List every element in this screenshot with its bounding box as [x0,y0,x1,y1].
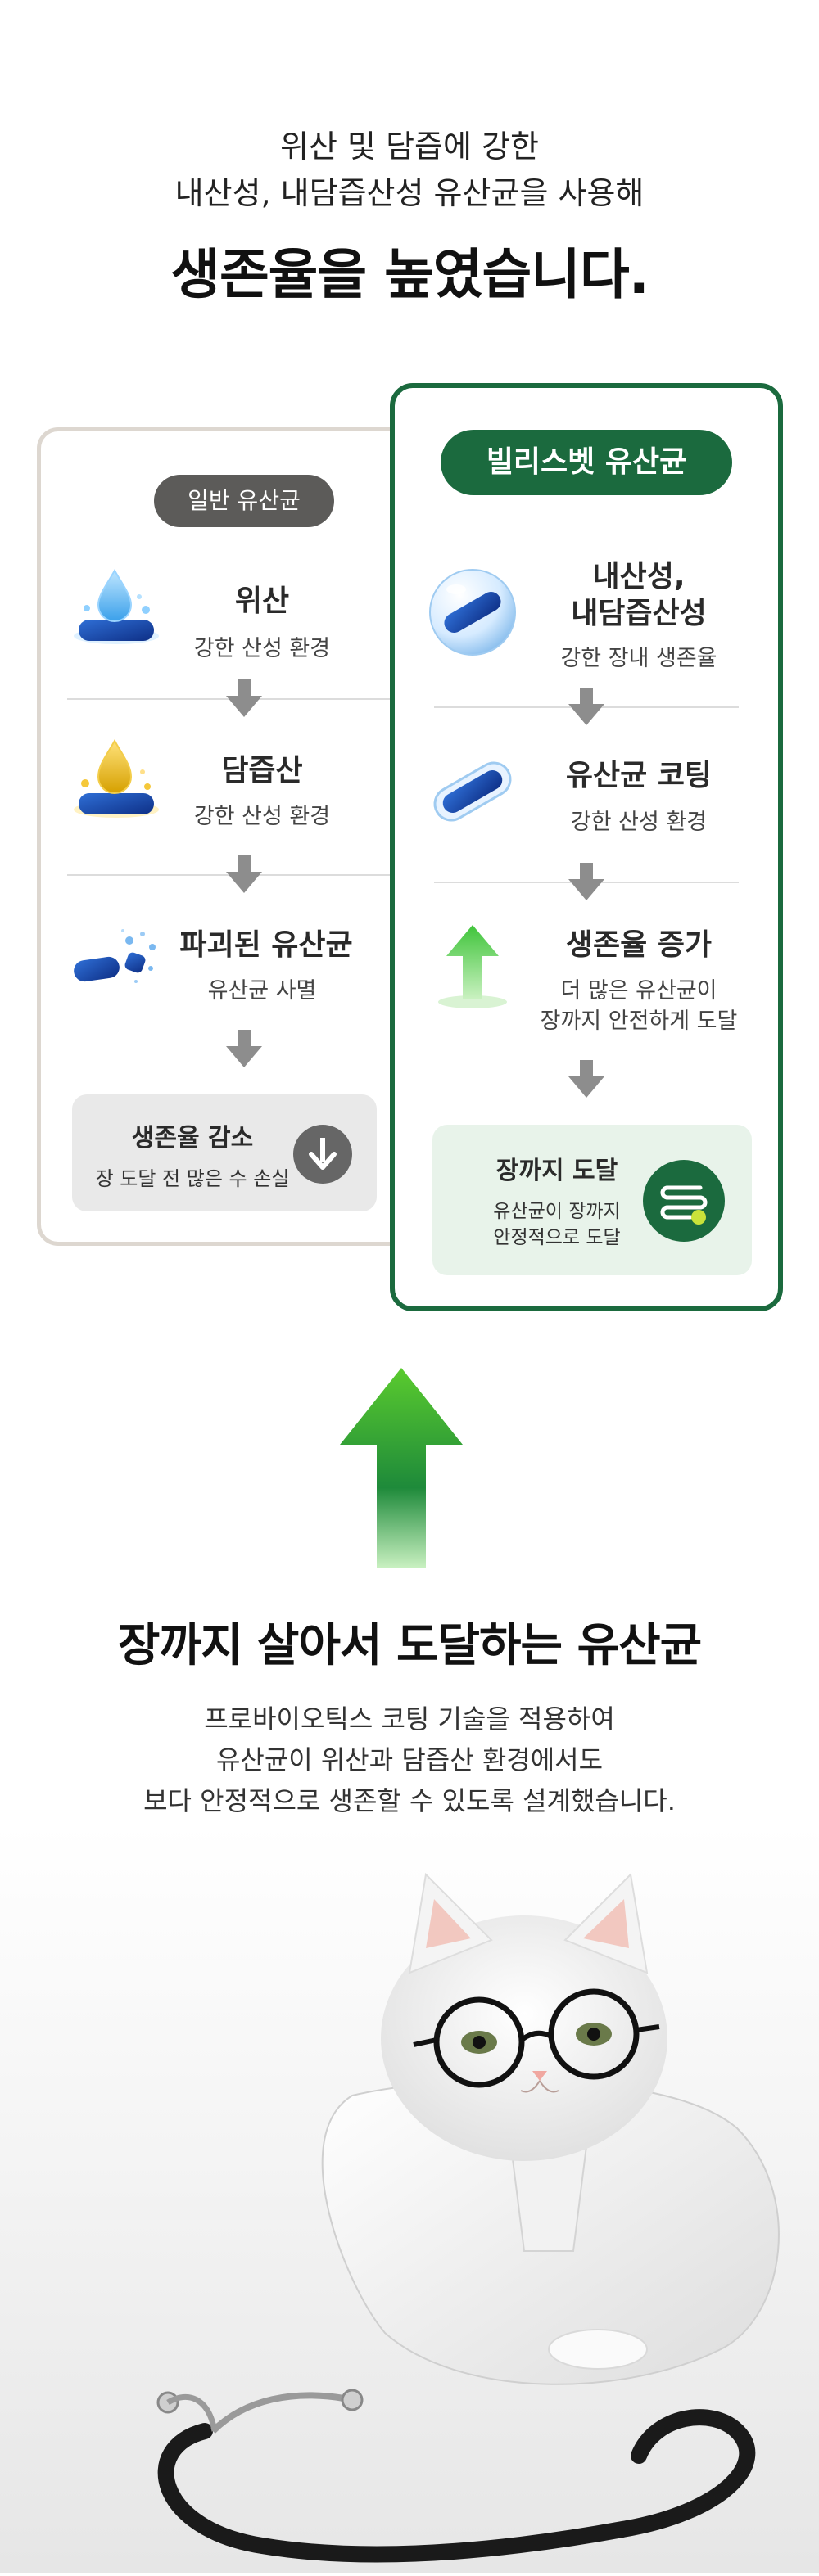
left-step-3-title: 파괴된 유산균 [179,928,353,962]
bilisbet-probiotic-badge: 빌리스벳 유산균 [441,430,732,495]
right-step-3-title: 생존율 증가 [565,928,713,962]
right-step-1-title-line2: 내담즙산성 [571,597,707,630]
green-up-arrow-icon [423,917,522,1015]
left-arrow-down-2 [219,855,269,896]
right-step-3-sub-line1: 더 많은 유산균이 [560,978,717,1004]
reach-intestine-sub-line1: 유산균이 장까지 [493,1201,621,1222]
left-step-1-title: 위산 [234,584,290,618]
coated-capsule-icon [423,741,522,839]
big-green-up-arrow-icon [332,1363,471,1572]
right-arrow-down-1 [562,688,611,729]
reach-intestine-title: 장까지 도달 [495,1157,618,1185]
left-step-2-sub: 강한 산성 환경 [193,804,331,829]
left-arrow-down-3 [219,1030,269,1071]
bottom-paragraph-2: 유산균이 위산과 담즙산 환경에서도 [215,1744,604,1775]
survival-decrease-sub: 장 도달 전 많은 수 손실 [95,1167,290,1190]
right-step-1-sub: 강한 장내 생존율 [560,646,717,671]
right-step-3-sub-line2: 장까지 안전하게 도달 [540,1008,738,1034]
intestine-icon [643,1160,725,1242]
header-line-1: 위산 및 담즙에 강한 [280,129,539,165]
water-drop-capsule-icon [67,561,165,659]
right-arrow-down-3 [562,1060,611,1101]
left-step-1-sub: 강한 산성 환경 [193,636,331,661]
general-probiotic-badge: 일반 유산균 [154,475,334,527]
right-arrow-down-2 [562,863,611,904]
left-arrow-down-1 [219,679,269,720]
bottom-paragraph-1: 프로바이오틱스 코팅 기술을 적용하여 [204,1703,615,1735]
left-step-3-sub: 유산균 사멸 [207,978,317,1004]
bile-drop-capsule-icon [67,733,165,831]
bottom-title: 장까지 살아서 도달하는 유산균 [117,1619,702,1672]
page-title: 생존율을 높였습니다. [170,243,649,306]
survival-decrease-title: 생존율 감소 [131,1124,254,1153]
right-step-2-title: 유산균 코팅 [565,759,713,792]
bubble-capsule-icon [423,563,522,661]
left-step-2-title: 담즙산 [221,754,303,787]
right-step-1-title-line1: 내산성, [592,560,686,593]
cat-doctor-illustration [0,1825,819,2573]
reach-intestine-sub-line2: 안정적으로 도달 [493,1227,621,1248]
broken-capsule-icon [67,911,165,1009]
right-step-2-sub: 강한 산성 환경 [570,810,708,835]
bottom-paragraph-3: 보다 안정적으로 생존할 수 있도록 설계했습니다. [143,1785,676,1816]
header-line-2: 내산성, 내담즙산성 유산균을 사용해 [174,175,645,211]
down-arrow-circle-icon [293,1125,352,1184]
